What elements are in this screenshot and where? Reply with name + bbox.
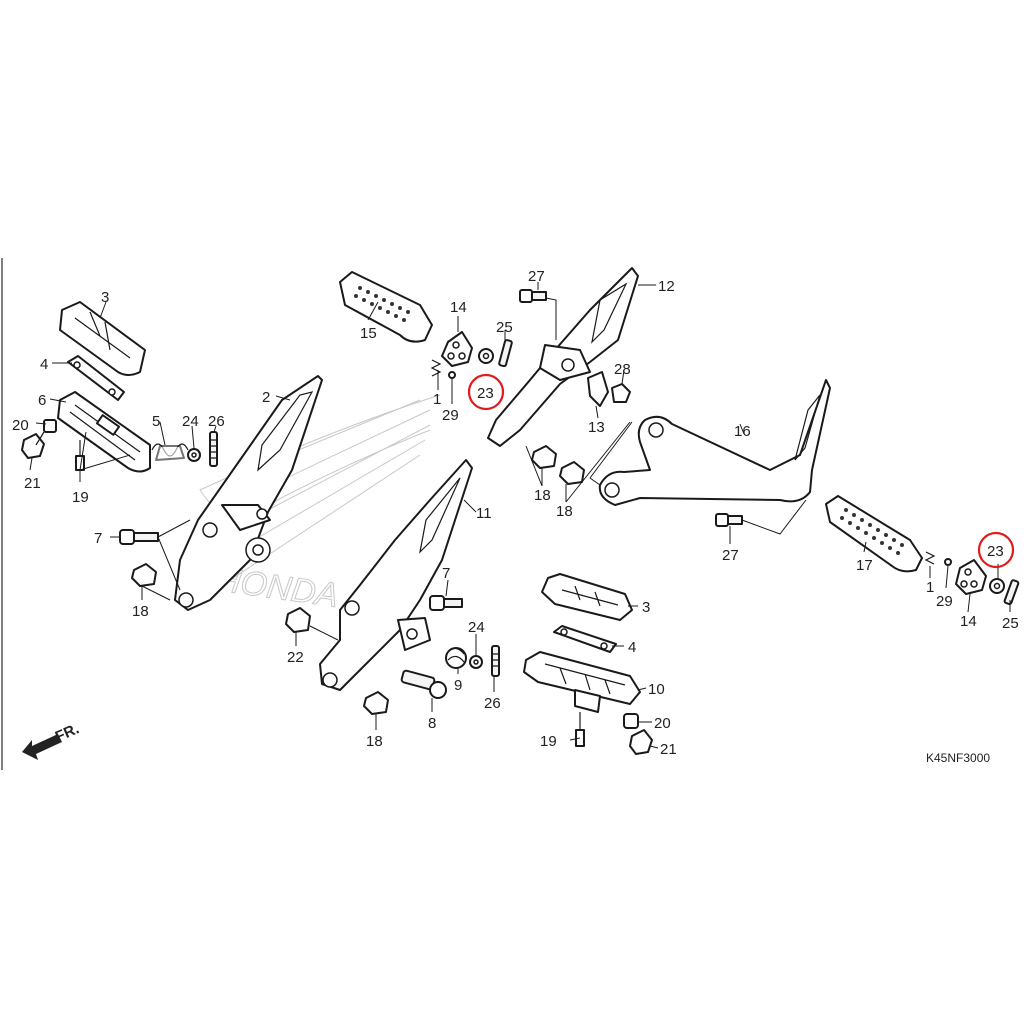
label-14: 14 (450, 299, 467, 316)
part-11-step-holder-bottom (319, 459, 473, 691)
label-18: 18 (132, 603, 149, 620)
part-29-ball-right (944, 558, 952, 566)
label-27-top: 27 (528, 268, 545, 285)
label-20: 20 (12, 417, 29, 434)
label-6: 6 (38, 392, 46, 409)
label-25: 25 (496, 319, 513, 336)
part-18-bolt-center-b (559, 461, 585, 485)
label-9: 9 (454, 677, 462, 694)
part-28-bolt (611, 383, 631, 403)
label-8: 8 (428, 715, 436, 732)
label-21: 21 (24, 475, 41, 492)
part-5-spring-left (151, 443, 189, 461)
part-18-bolt-bottom (363, 691, 389, 715)
label-20-bottom: 20 (654, 715, 671, 732)
highlight-ring-23-center (467, 373, 505, 411)
part-4-plate-bottom (553, 625, 617, 653)
label-24-bottom: 24 (468, 619, 485, 636)
part-3-footpeg-rubber-bottom (541, 573, 633, 621)
label-29: 29 (442, 407, 459, 424)
part-1-spring-right (924, 551, 936, 565)
part-12-step-holder-center (487, 267, 639, 447)
part-7-bolt-bottom (429, 595, 463, 611)
label-29-right: 29 (936, 593, 953, 610)
part-3-footpeg-rubber-left (59, 301, 146, 376)
label-14-right: 14 (960, 613, 977, 630)
part-26-pin-bottom (491, 645, 500, 677)
label-24: 24 (182, 413, 199, 430)
label-10: 10 (648, 681, 665, 698)
part-20-bush-left (43, 419, 57, 433)
label-11: 11 (476, 505, 492, 522)
part-27-bolt-bottom (715, 513, 743, 527)
label-18-center-a: 18 (534, 487, 551, 504)
label-4-bottom: 4 (628, 639, 636, 656)
front-direction-arrow: FR. (22, 720, 82, 760)
part-8-shaft (400, 669, 447, 699)
label-3-bottom: 3 (642, 599, 650, 616)
label-15: 15 (360, 325, 377, 342)
label-28: 28 (614, 361, 631, 378)
part-25-pin-center (498, 339, 513, 368)
label-16: 16 (734, 423, 751, 440)
part-18-bolt-left (131, 563, 157, 587)
part-4-plate-left (67, 355, 125, 401)
label-23: 23 (477, 385, 494, 402)
label-21-bottom: 21 (660, 741, 677, 758)
diagram-code: K45NF3000 (926, 751, 990, 765)
label-17: 17 (856, 557, 873, 574)
label-7-bottom: 7 (442, 565, 450, 582)
part-15-footpeg-center (339, 271, 433, 343)
label-25-right: 25 (1002, 615, 1019, 632)
part-16-rear-step-holder (598, 379, 831, 506)
label-4: 4 (40, 356, 48, 373)
part-21-bolt-bottom (629, 729, 653, 755)
part-19-bolt-bottom (575, 712, 585, 747)
part-14-plate-right (955, 559, 987, 595)
part-6-footpeg-left (57, 391, 151, 473)
label-19-bottom: 19 (540, 733, 557, 750)
label-18-bottom: 18 (366, 733, 383, 750)
label-7: 7 (94, 530, 102, 547)
label-23-right: 23 (987, 543, 1004, 560)
part-18-bolt-center-a (531, 445, 557, 469)
part-10-footpeg-bottom (523, 651, 641, 713)
part-13-clip (587, 371, 609, 407)
part-29-ball-center (448, 371, 456, 379)
part-labels: 3 4 6 20 21 19 5 24 26 2 7 18 15 14 1 29… (12, 268, 1019, 765)
label-1: 1 (433, 391, 441, 408)
label-19: 19 (72, 489, 89, 506)
label-18-center-b: 18 (556, 503, 573, 520)
label-13: 13 (588, 419, 605, 436)
part-21-bolt-left (21, 431, 45, 459)
direction-label: FR. (53, 720, 82, 745)
label-22: 22 (287, 649, 304, 666)
part-20-bush-bottom (623, 713, 639, 729)
part-7-bolt-left (119, 529, 159, 545)
label-26-bottom: 26 (484, 695, 501, 712)
part-25-pin-right (1003, 579, 1020, 606)
highlight-ring-23-right (977, 531, 1015, 569)
leader-lines (29, 282, 1011, 749)
label-1-right: 1 (926, 579, 934, 596)
label-2: 2 (262, 389, 270, 406)
part-27-bolt-top (519, 289, 547, 303)
label-26: 26 (208, 413, 225, 430)
part-22-nut (285, 607, 311, 633)
part-9-spring (445, 647, 467, 669)
part-17-footpeg-right (825, 495, 923, 573)
part-14-plate-center (441, 331, 473, 367)
part-2-step-holder-left (174, 375, 323, 611)
label-27-bottom: 27 (722, 547, 739, 564)
label-5: 5 (152, 413, 160, 430)
label-3: 3 (101, 289, 109, 306)
part-1-spring-center (430, 359, 442, 377)
label-12: 12 (658, 278, 675, 295)
part-26-pin-left (209, 431, 218, 467)
